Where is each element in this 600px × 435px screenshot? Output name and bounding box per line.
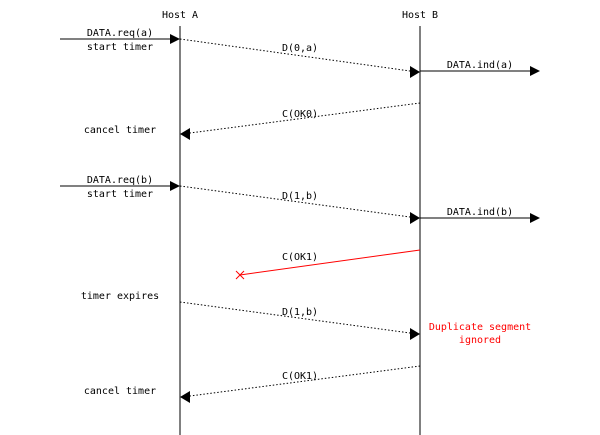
d-1b-retx-label: D(1,b) (282, 307, 318, 318)
ind-b-label: DATA.ind(b) (447, 207, 513, 218)
cancel-timer-2-label: cancel timer (84, 386, 156, 397)
duplicate-note-line1: Duplicate segment (429, 322, 531, 333)
c-ok1-arrow (189, 365, 421, 397)
req-a-label: DATA.req(a) (87, 28, 153, 39)
timer-expires-label: timer expires (81, 291, 159, 302)
c-ok1-lost-arrow (239, 249, 421, 276)
host-a-label: Host A (162, 10, 198, 21)
c-ok1-label: C(OK1) (282, 371, 318, 382)
d-1b-label: D(1,b) (282, 191, 318, 202)
d-0a-arrowhead (410, 66, 420, 78)
d-0a-label: D(0,a) (282, 43, 318, 54)
d-1b-arrow (179, 185, 411, 218)
d-1b-arrowhead (410, 212, 420, 224)
cross-icon (235, 270, 245, 280)
d-0a-arrow (179, 38, 411, 72)
req-b-arrowhead (170, 181, 180, 191)
ind-a-arrowhead (530, 66, 540, 76)
c-ok1-arrowhead (180, 391, 190, 403)
req-a-arrowhead (170, 34, 180, 44)
duplicate-note-line2: ignored (459, 335, 501, 346)
d-1b-retx-arrowhead (410, 328, 420, 340)
c-ok0-label: C(OK0) (282, 109, 318, 120)
c-ok0-arrowhead (180, 128, 190, 140)
c-ok1-lost-label: C(OK1) (282, 252, 318, 263)
start-timer-1-label: start timer (87, 42, 153, 53)
d-1b-retx-arrow (179, 301, 411, 334)
host-b-label: Host B (402, 10, 438, 21)
start-timer-2-label: start timer (87, 189, 153, 200)
ind-b-arrowhead (530, 213, 540, 223)
c-ok0-arrow (189, 102, 421, 134)
cancel-timer-1-label: cancel timer (84, 125, 156, 136)
ind-a-label: DATA.ind(a) (447, 60, 513, 71)
req-b-label: DATA.req(b) (87, 175, 153, 186)
